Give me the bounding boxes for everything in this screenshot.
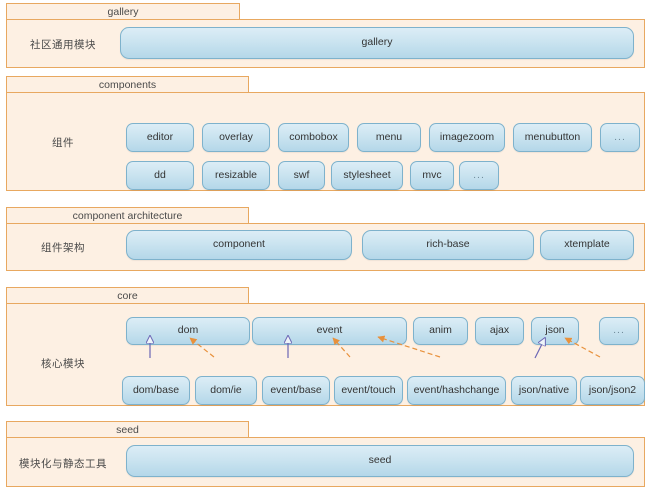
package-body-component-architecture: 组件架构 component rich-base xtemplate xyxy=(6,223,645,271)
node-label: editor xyxy=(146,130,174,143)
node-swf[interactable]: swf xyxy=(278,161,325,190)
row-label-seed: 模块化与静态工具 xyxy=(19,458,107,470)
node-combobox[interactable]: combobox xyxy=(278,123,349,152)
node-label: json xyxy=(545,324,565,337)
package-components: components 组件 editor overlay combobox me… xyxy=(6,76,645,191)
node-core-more[interactable]: ... xyxy=(599,317,639,345)
node-dd[interactable]: dd xyxy=(126,161,194,190)
node-label: event/base xyxy=(270,383,322,396)
node-label: event/hashchange xyxy=(413,383,500,396)
node-event[interactable]: event xyxy=(252,317,407,345)
node-json-json2[interactable]: json/json2 xyxy=(580,376,645,405)
row-label-component-architecture: 组件架构 xyxy=(41,242,85,254)
node-dom-ie[interactable]: dom/ie xyxy=(195,376,257,405)
node-label: xtemplate xyxy=(564,238,610,251)
node-components-more-row2[interactable]: ... xyxy=(459,161,499,190)
node-label: rich-base xyxy=(426,238,470,251)
package-tab-label: gallery xyxy=(107,5,139,18)
node-json[interactable]: json xyxy=(531,317,579,345)
node-ajax[interactable]: ajax xyxy=(475,317,524,345)
row-label-components: 组件 xyxy=(52,137,74,149)
package-tab-label: components xyxy=(98,78,157,91)
node-label: dom xyxy=(177,324,199,337)
node-label: json/json2 xyxy=(588,383,637,396)
node-label: ... xyxy=(613,324,625,337)
package-body-core: 核心模块 dom event anim ajax json ... dom/ba… xyxy=(6,303,645,406)
row-label-gallery: 社区通用模块 xyxy=(30,39,96,51)
node-editor[interactable]: editor xyxy=(126,123,194,152)
node-label: component xyxy=(213,238,265,251)
node-label: ajax xyxy=(489,324,510,337)
node-label: menu xyxy=(375,130,403,143)
node-rich-base[interactable]: rich-base xyxy=(362,230,534,260)
node-label: dom/base xyxy=(132,383,180,396)
node-menu[interactable]: menu xyxy=(357,123,421,152)
node-mvc[interactable]: mvc xyxy=(410,161,454,190)
package-tab-label: seed xyxy=(116,423,139,436)
node-gallery[interactable]: gallery xyxy=(120,27,634,59)
package-tab-core: core xyxy=(6,287,249,303)
node-resizable[interactable]: resizable xyxy=(202,161,270,190)
package-tab-components: components xyxy=(6,76,249,92)
node-xtemplate[interactable]: xtemplate xyxy=(540,230,634,260)
package-tab-component-architecture: component architecture xyxy=(6,207,249,223)
package-gallery: gallery 社区通用模块 gallery xyxy=(6,3,645,68)
node-imagezoom[interactable]: imagezoom xyxy=(429,123,505,152)
node-label: resizable xyxy=(214,168,258,181)
package-body-components: 组件 editor overlay combobox menu imagezoo… xyxy=(6,92,645,191)
package-tab-label: core xyxy=(117,289,138,302)
node-event-base[interactable]: event/base xyxy=(262,376,330,405)
node-label: ... xyxy=(473,168,485,181)
package-core: core 核心模块 dom event anim ajax json ... d… xyxy=(6,287,645,406)
node-components-more-row1[interactable]: ... xyxy=(600,123,640,152)
node-label: dom/ie xyxy=(210,383,242,396)
node-event-touch[interactable]: event/touch xyxy=(334,376,403,405)
package-seed: seed 模块化与静态工具 seed xyxy=(6,421,645,487)
package-body-gallery: 社区通用模块 gallery xyxy=(6,19,645,68)
node-label: event xyxy=(316,324,343,337)
node-dom[interactable]: dom xyxy=(126,317,250,345)
node-label: json/native xyxy=(518,383,570,396)
node-label: swf xyxy=(293,168,310,181)
node-label: overlay xyxy=(219,130,253,143)
package-component-architecture: component architecture 组件架构 component ri… xyxy=(6,207,645,271)
node-label: menubutton xyxy=(524,130,581,143)
row-label-core: 核心模块 xyxy=(41,358,85,370)
node-dom-base[interactable]: dom/base xyxy=(122,376,190,405)
node-label: anim xyxy=(429,324,452,337)
node-json-native[interactable]: json/native xyxy=(511,376,577,405)
node-label: event/touch xyxy=(341,383,396,396)
node-label: imagezoom xyxy=(439,130,495,143)
node-stylesheet[interactable]: stylesheet xyxy=(331,161,403,190)
node-label: ... xyxy=(614,130,626,143)
node-label: seed xyxy=(368,454,392,467)
node-menubutton[interactable]: menubutton xyxy=(513,123,592,152)
node-event-hashchange[interactable]: event/hashchange xyxy=(407,376,506,405)
package-tab-seed: seed xyxy=(6,421,249,437)
package-body-seed: 模块化与静态工具 seed xyxy=(6,437,645,487)
node-component[interactable]: component xyxy=(126,230,352,260)
node-label: mvc xyxy=(422,168,442,181)
package-tab-label: component architecture xyxy=(72,209,183,222)
node-label: gallery xyxy=(361,36,393,49)
node-anim[interactable]: anim xyxy=(413,317,468,345)
node-overlay[interactable]: overlay xyxy=(202,123,270,152)
node-seed[interactable]: seed xyxy=(126,445,634,477)
node-label: dd xyxy=(154,168,166,181)
package-tab-gallery: gallery xyxy=(6,3,240,19)
node-label: combobox xyxy=(289,130,338,143)
node-label: stylesheet xyxy=(343,168,391,181)
